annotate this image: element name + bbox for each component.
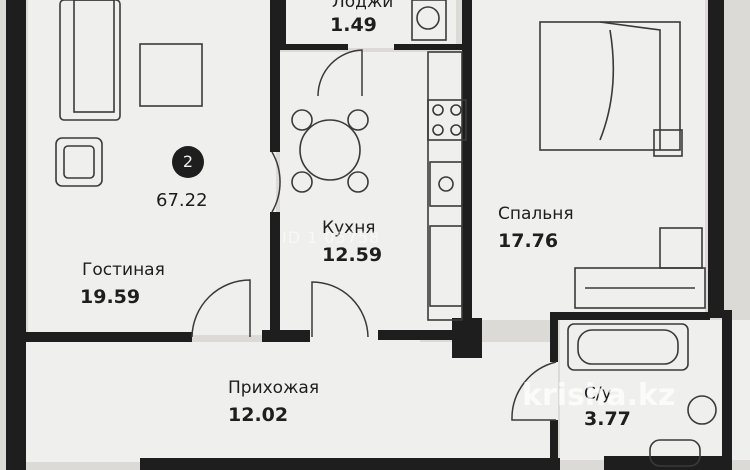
bathroom-furniture: [567, 323, 717, 467]
floor-areas: [26, 0, 750, 462]
room-area-loggia: 1.49: [330, 14, 377, 36]
dining-table: [299, 119, 361, 181]
armchair: [55, 137, 103, 187]
total-area: 67.22: [156, 190, 208, 211]
washbasin: [687, 395, 717, 425]
wall-hall-kitchen: [262, 330, 310, 342]
kitchen-furniture: [291, 0, 467, 321]
wall-loggia-side: [278, 0, 286, 46]
wall-bottom-r: [604, 456, 724, 470]
wall-kitchen-hall-r: [378, 330, 460, 340]
doors: [191, 49, 557, 421]
wall-living-kitchen-low: [270, 212, 280, 332]
room-name-living: Гостиная: [82, 260, 165, 280]
apartment-number-badge: 2: [172, 146, 204, 178]
wall-right-outer: [708, 0, 724, 318]
toilet: [649, 439, 701, 467]
walls: [6, 0, 732, 470]
wall-loggia-bottom: [278, 44, 348, 50]
boiler: [411, 0, 447, 41]
wall-right-lower: [722, 310, 732, 470]
wall-bed-bath: [550, 312, 710, 320]
heater: [659, 227, 703, 269]
bed: [539, 21, 681, 151]
door-loggia: [317, 49, 363, 97]
room-area-hallway: 12.02: [228, 404, 289, 426]
wardrobe: [574, 267, 706, 309]
wall-loggia-bottom-r: [394, 44, 462, 50]
living-furniture: [55, 0, 203, 187]
listing-id-watermark: ID 1 05758: [282, 228, 381, 247]
room-name-bathroom: С/у: [584, 384, 612, 404]
wall-bottom: [140, 458, 560, 470]
room-area-living: 19.59: [80, 286, 141, 308]
sofa: [59, 0, 121, 121]
door-living: [191, 279, 251, 338]
room-area-kitchen: 12.59: [322, 244, 383, 266]
wall-living-hall: [26, 332, 192, 342]
wall-bath-left-low: [550, 420, 558, 470]
door-kitchen: [311, 281, 369, 338]
column: [452, 318, 482, 358]
stove: [427, 99, 467, 141]
wall-left-outer: [6, 0, 26, 470]
site-watermark: krisha.kz: [522, 378, 676, 413]
nightstand: [653, 129, 683, 157]
sink: [429, 161, 463, 207]
room-name-loggia: Лоджи: [332, 0, 394, 12]
bedroom-furniture: [539, 21, 706, 309]
ottoman: [139, 43, 203, 107]
room-area-bathroom: 3.77: [584, 408, 631, 430]
door-bath: [511, 361, 557, 421]
room-name-hallway: Прихожая: [228, 378, 320, 398]
room-name-kitchen: Кухня: [322, 218, 376, 238]
wall-living-kitchen: [270, 0, 280, 152]
wall-kitchen-bedroom: [462, 0, 472, 340]
wall-bath-left: [550, 312, 558, 362]
room-area-bedroom: 17.76: [498, 230, 559, 252]
door-kitchen-side: [271, 151, 281, 213]
room-name-bedroom: Спальня: [498, 204, 574, 224]
bathtub: [567, 323, 689, 371]
